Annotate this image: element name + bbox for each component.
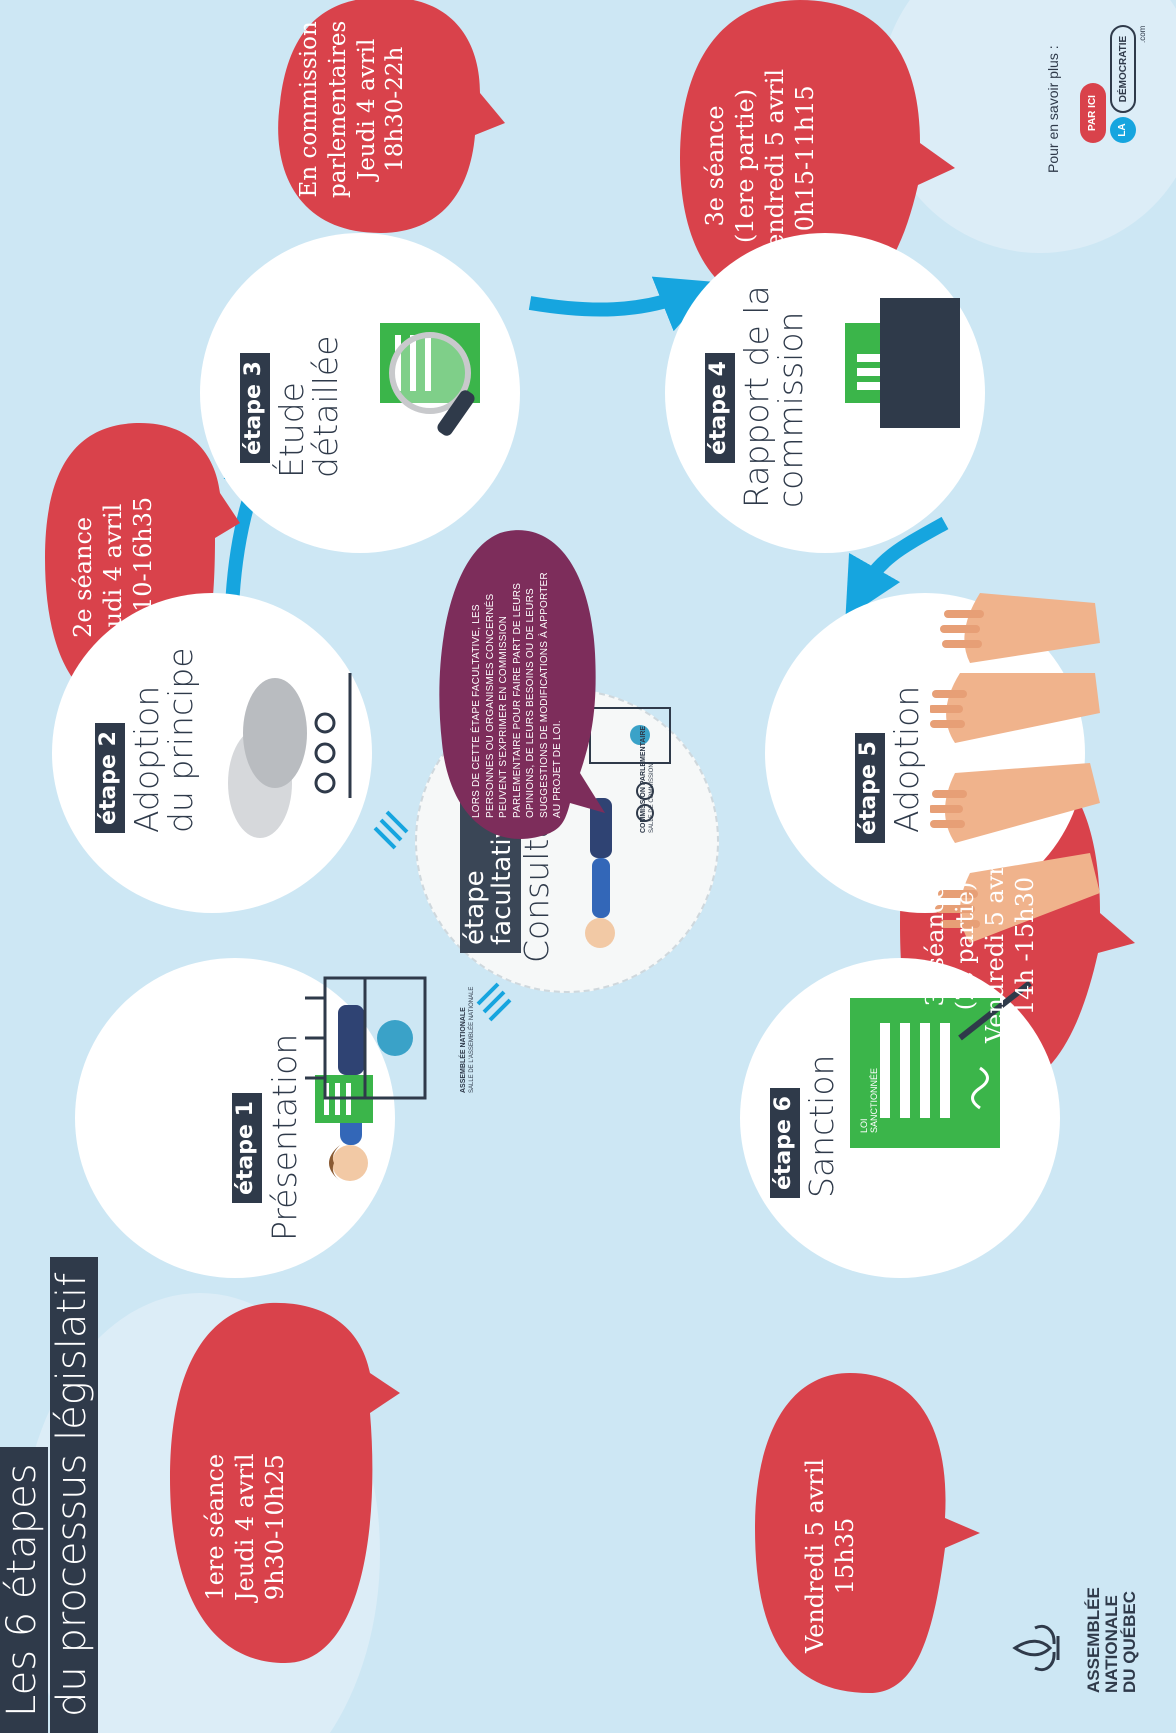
optional-step-description: Lors de cette étape facultative, les per… [471,572,563,818]
step-1-building-sublabel: SALLE DE L'ASSEMBLÉE NATIONALE [469,986,475,1093]
logo-part-2: LA [1110,117,1136,143]
signed-law-icon [850,980,1032,1148]
step-4-tag: étape 4 [705,353,735,463]
step-5-schedule: 3e séance (2e partie) Vendredi 5 avril 1… [921,848,1039,1043]
parliament-building-icon [305,976,427,1100]
step-5-title: Adoption [887,685,926,833]
logo-part-4: .com [1138,25,1147,43]
fleur-de-lys-icon [1012,1624,1060,1672]
assembly-logo-text: ASSEMBLÉE NATIONALE DU QUÉBEC [1084,1587,1139,1693]
bubble-shape-1 [170,1302,400,1663]
step-2-tag: étape 2 [95,723,125,833]
arrow-3-4 [528,276,718,332]
bubble-shape-3 [278,0,505,233]
step-2-schedule: 2e séance Jeudi 4 avril 14h10-16h35 [69,496,157,658]
step-6-tag: étape 6 [770,1088,800,1198]
logo-part-1: PAR ICI [1080,83,1106,143]
report-folder-icon [845,298,960,428]
step-4-schedule: 3e séance (1ere partie) Vendredi 5 avril… [701,68,819,263]
logo-part-3: DÉMOCRATIE [1110,25,1136,113]
step-2-title: Adoption du principe [127,647,200,833]
step-6-schedule: Vendredi 5 avril 15h35 [801,1458,859,1653]
more-info-label: Pour en savoir plus : [1045,45,1061,173]
magnifier-document-icon [380,323,480,436]
step-1-title: Présentation [265,1033,304,1241]
step-1-schedule: 1ere séance Jeudi 4 avril 9h30-10h25 [201,1453,289,1601]
step-6-doc-label: LOI SANCTIONNÉE [859,1067,879,1133]
optional-building-label: COMMISSION PARLEMENTAIRE [640,725,647,833]
debate-icon [228,673,352,838]
step-3-schedule: En commission parlementaires Jeudi 4 avr… [296,20,409,198]
step-4-title: Rapport de la commission [737,285,810,508]
step-1-tag: étape 1 [232,1093,262,1203]
raised-hands-icon [930,593,1100,943]
par-ici-la-democratie-logo[interactable]: PAR ICI LA DÉMOCRATIE .com [1080,23,1147,143]
optional-bubble-shape [439,530,605,839]
dash-connector-2 [373,810,409,850]
bubble-shape-4 [680,0,955,313]
dash-connector-1 [476,982,512,1022]
step-3-title: Étude détaillée [272,335,345,478]
optional-building-sublabel: SALLE DE COMMISSION [649,763,655,833]
step-5-tag: étape 5 [855,733,885,843]
arrow-4-5 [845,516,949,619]
bubble-shape-6 [755,1373,980,1693]
step-1-building-label: ASSEMBLÉE NATIONALE [460,1007,467,1093]
consultation-icon [585,707,671,948]
step-6-title: Sanction [802,1054,841,1198]
step-3-tag: étape 3 [240,353,270,463]
